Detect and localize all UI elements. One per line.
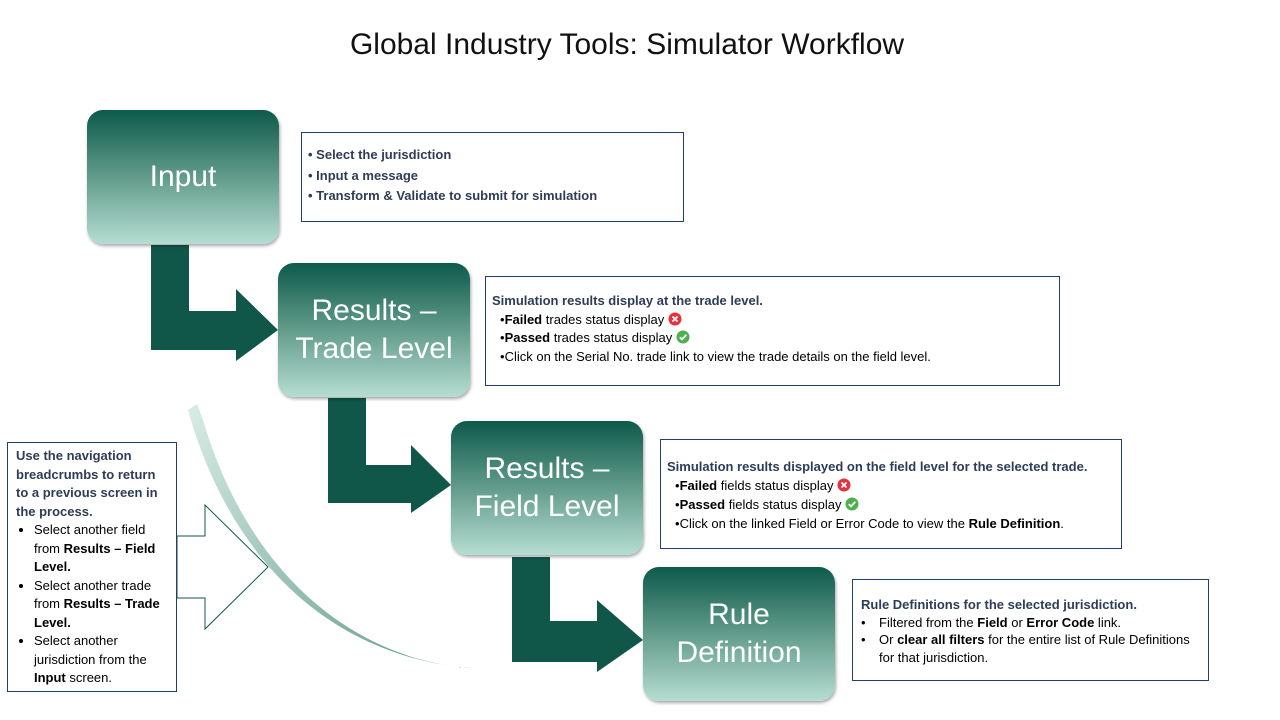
nav-item-input: Select another jurisdiction from the Inp… [34,632,170,688]
input-item-2: • Input a message [308,167,419,183]
step-trade-label: Results – Trade Level [295,294,453,365]
elbow-arrow-1 [151,245,278,361]
failed-x-icon [668,312,682,325]
page-title: Global Industry Tools: Simulator Workflo… [349,28,905,61]
return-curve-arrow [188,404,470,668]
trade-passed-line: •Passed trades status display [492,329,1059,348]
field-head: Simulation results displayed on the fiel… [667,459,1088,474]
passed-check-icon [845,497,859,511]
rule-item-1: • Filtered from the Field or Error Code … [861,614,1122,630]
failed-x-icon [837,478,851,492]
outline-chevron-arrow [176,503,269,631]
trade-head: Simulation results display at the trade … [492,293,763,308]
step-rule-label: Rule Definition [676,598,802,669]
trade-description-box: Simulation results display at the trade … [485,276,1060,386]
field-click-line: •Click on the linked Field or Error Code… [675,516,1064,531]
passed-check-icon [676,330,690,344]
step-trade-level: Results – Trade Level [278,263,470,397]
nav-item-trade: Select another trade from Results – Trad… [34,577,170,633]
field-passed-line: •Passed fields status display [667,495,1121,514]
step-input: Input [87,110,279,244]
step-field-label: Results – Field Level [474,452,620,523]
rule-head: Rule Definitions for the selected jurisd… [861,597,1137,612]
input-item-3: • Transform & Validate to submit for sim… [308,188,598,203]
step-input-label: Input [149,160,217,193]
input-item-1: • Select the jurisdiction [308,147,452,162]
nav-lead: Use the navigation breadcrumbs to return… [16,448,158,519]
nav-item-field: Select another field from Results – Fiel… [34,521,170,577]
navigation-note-box: Use the navigation breadcrumbs to return… [7,442,177,692]
elbow-arrow-3 [512,557,643,672]
field-failed-line: •Failed fields status display [667,476,1121,495]
step-field-level: Results – Field Level [451,421,643,555]
trade-click-line: •Click on the Serial No. trade link to v… [500,348,931,364]
input-description-box: • Select the jurisdiction • Input a mess… [301,132,684,222]
step-rule-definition: Rule Definition [643,567,835,701]
nav-list: Select another field from Results – Fiel… [16,521,170,688]
rule-description-box: Rule Definitions for the selected jurisd… [852,579,1209,681]
field-description-box: Simulation results displayed on the fiel… [660,439,1122,549]
elbow-arrow-2 [328,398,451,513]
rule-item-2: • Or clear all filters for the entire li… [861,632,1190,665]
trade-failed-line: •Failed trades status display [492,311,1059,330]
